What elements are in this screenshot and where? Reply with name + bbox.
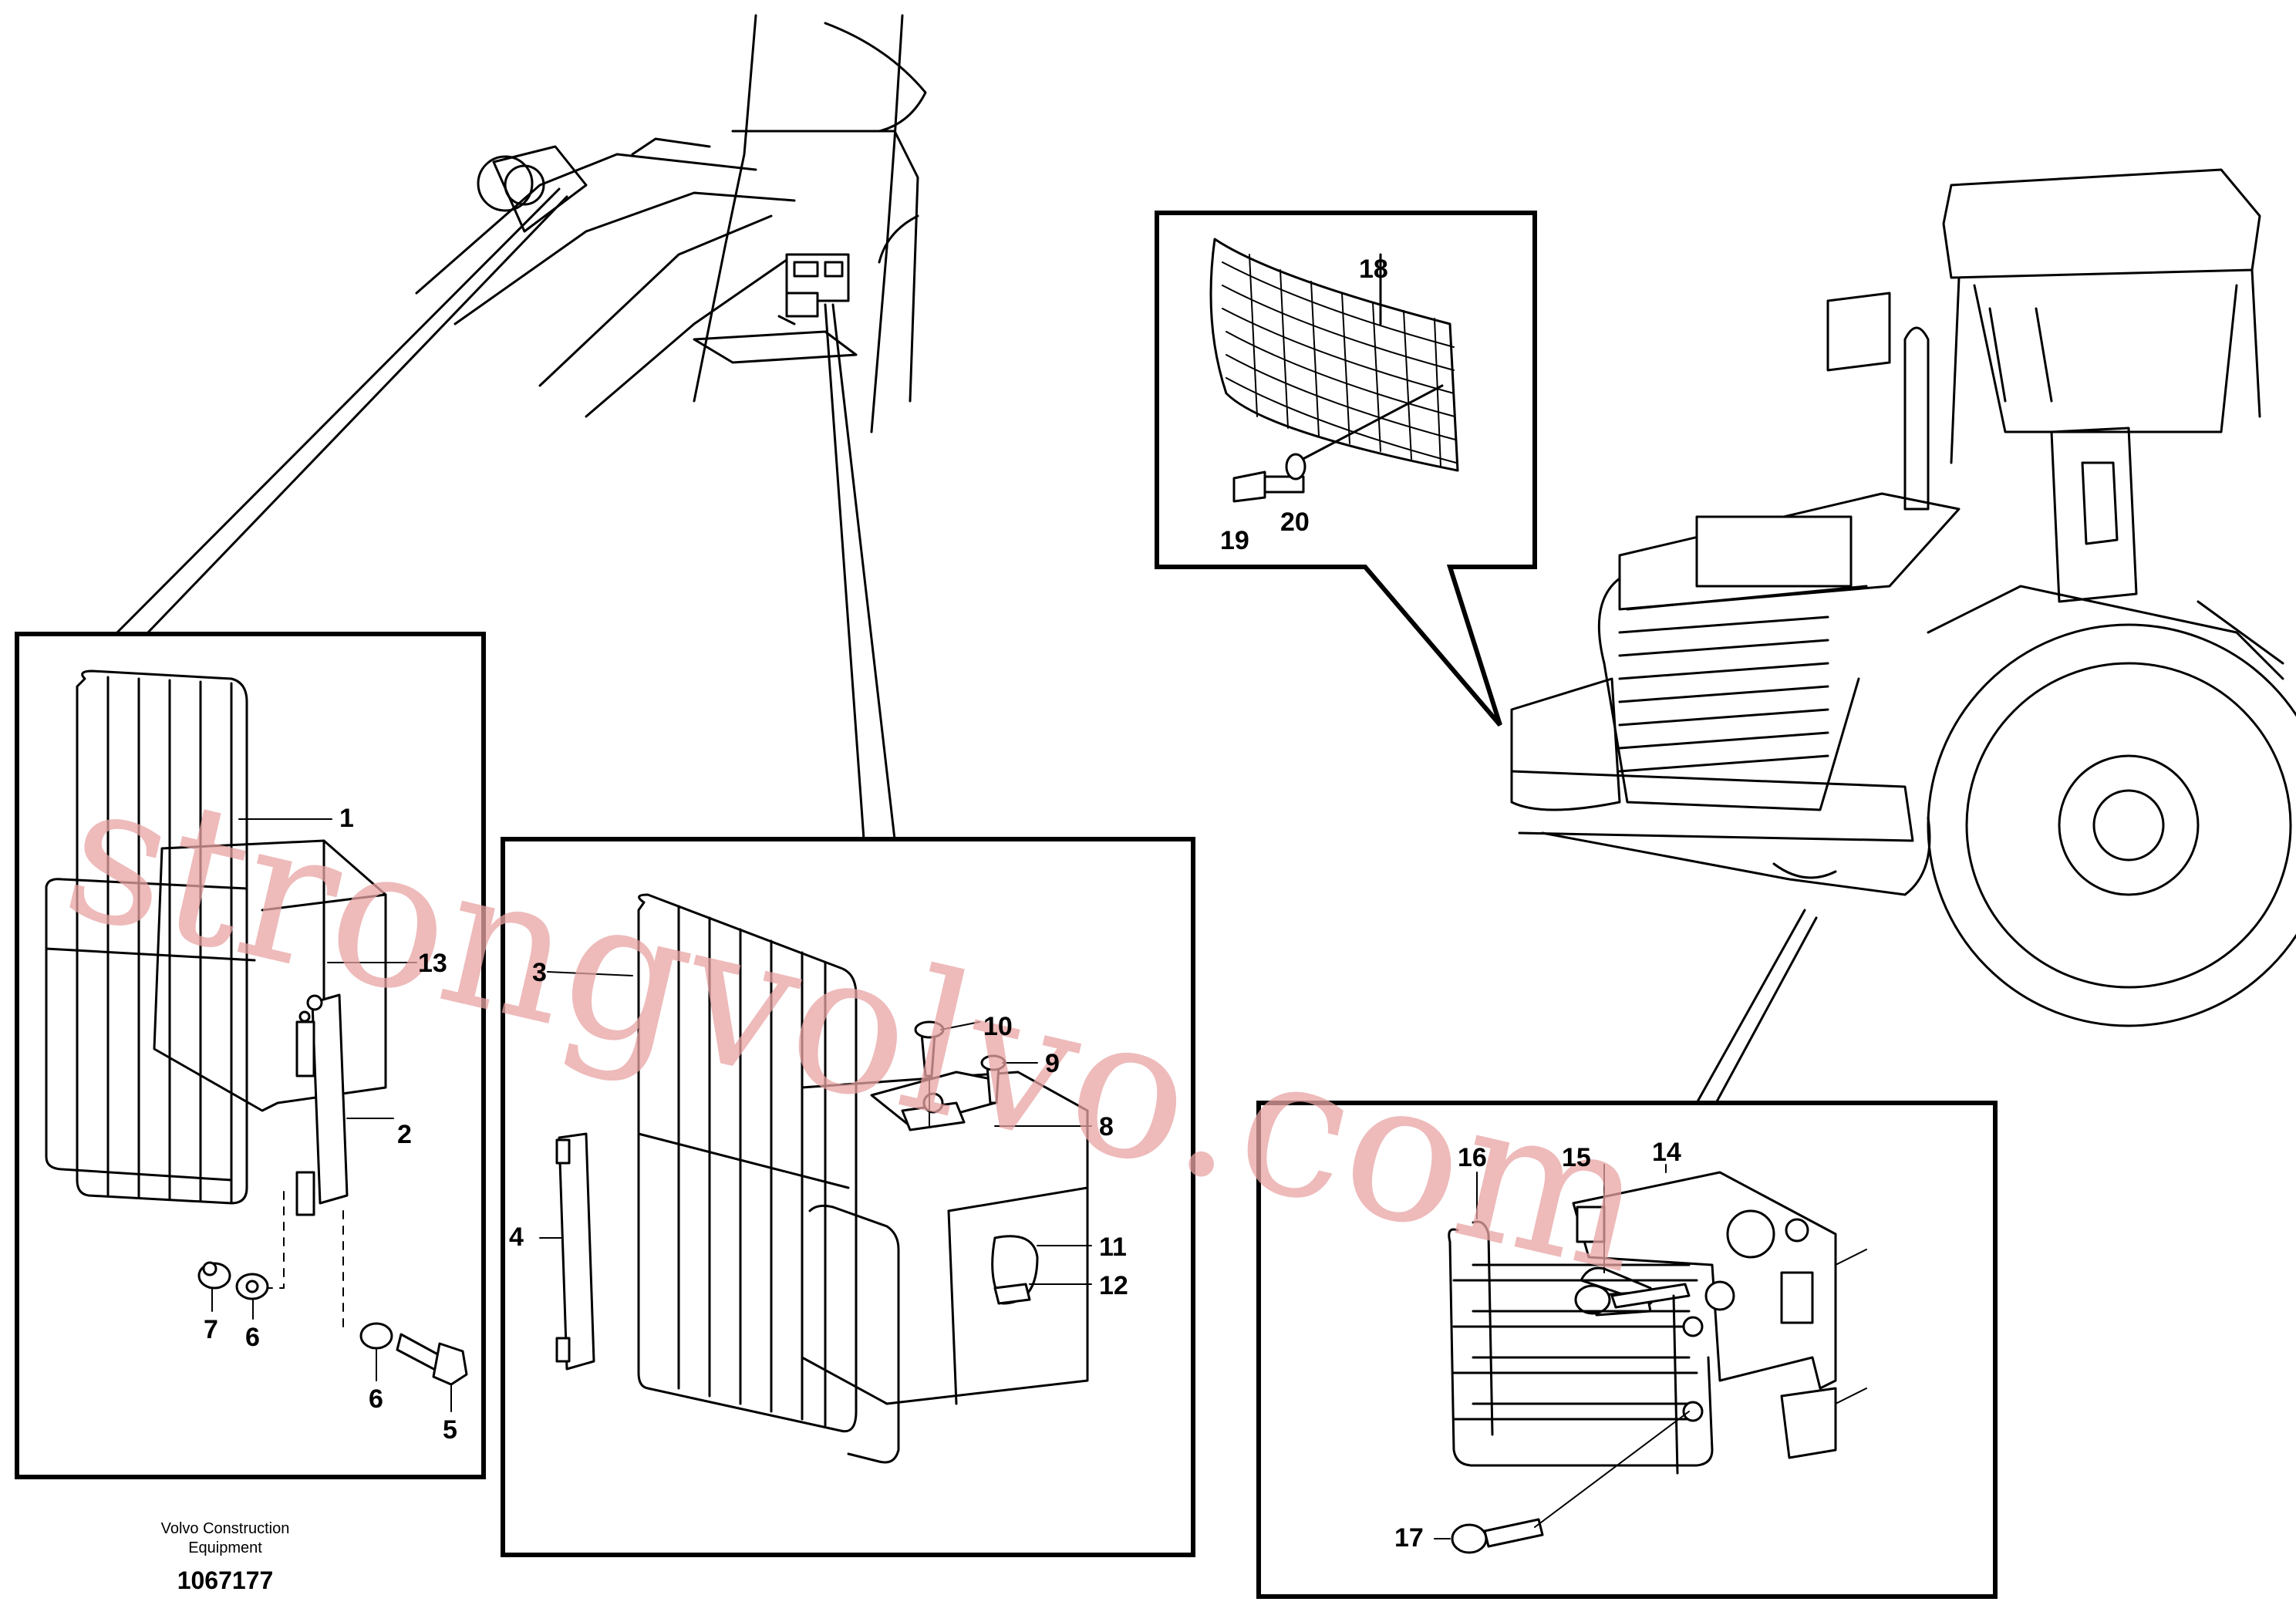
callout-5: 5: [443, 1415, 457, 1445]
callout-18: 18: [1359, 255, 1388, 284]
callout-14: 14: [1652, 1138, 1681, 1167]
callout-16: 16: [1458, 1143, 1487, 1172]
callout-6b: 6: [369, 1384, 383, 1414]
footer-company-line2: Equipment: [188, 1539, 262, 1556]
footer: Volvo Construction Equipment 1067177: [161, 1520, 290, 1594]
callout-15: 15: [1562, 1143, 1591, 1172]
box-bumper-guard: [1256, 1101, 1998, 1599]
callout-2: 2: [397, 1120, 412, 1149]
callout-9: 9: [1045, 1049, 1060, 1078]
box-mesh-guard: [1155, 211, 1537, 727]
callout-8: 8: [1099, 1112, 1114, 1141]
callout-11: 11: [1099, 1233, 1127, 1262]
machine-side-sketch: [415, 14, 927, 433]
loader-front-sketch: [1510, 168, 2296, 1027]
callout-10: 10: [983, 1012, 1013, 1041]
box-left-guard: [15, 632, 486, 1479]
callout-12: 12: [1099, 1271, 1128, 1300]
callout-20: 20: [1280, 508, 1310, 537]
callout-17: 17: [1394, 1523, 1424, 1553]
callout-6a: 6: [245, 1323, 260, 1352]
callout-13: 13: [418, 949, 447, 978]
callout-1: 1: [339, 804, 354, 833]
callout-3: 3: [532, 958, 547, 987]
callout-4: 4: [509, 1222, 524, 1252]
footer-company-line1: Volvo Construction: [161, 1520, 290, 1537]
callout-19: 19: [1220, 526, 1249, 555]
drawing-number: 1067177: [177, 1566, 274, 1594]
box-middle-guard: [501, 837, 1195, 1557]
callout-7: 7: [204, 1315, 218, 1344]
callout-labels: 1 2 3 4 5 6 6 7 8 9 10 11 12 13 14 15 16…: [204, 255, 1681, 1553]
